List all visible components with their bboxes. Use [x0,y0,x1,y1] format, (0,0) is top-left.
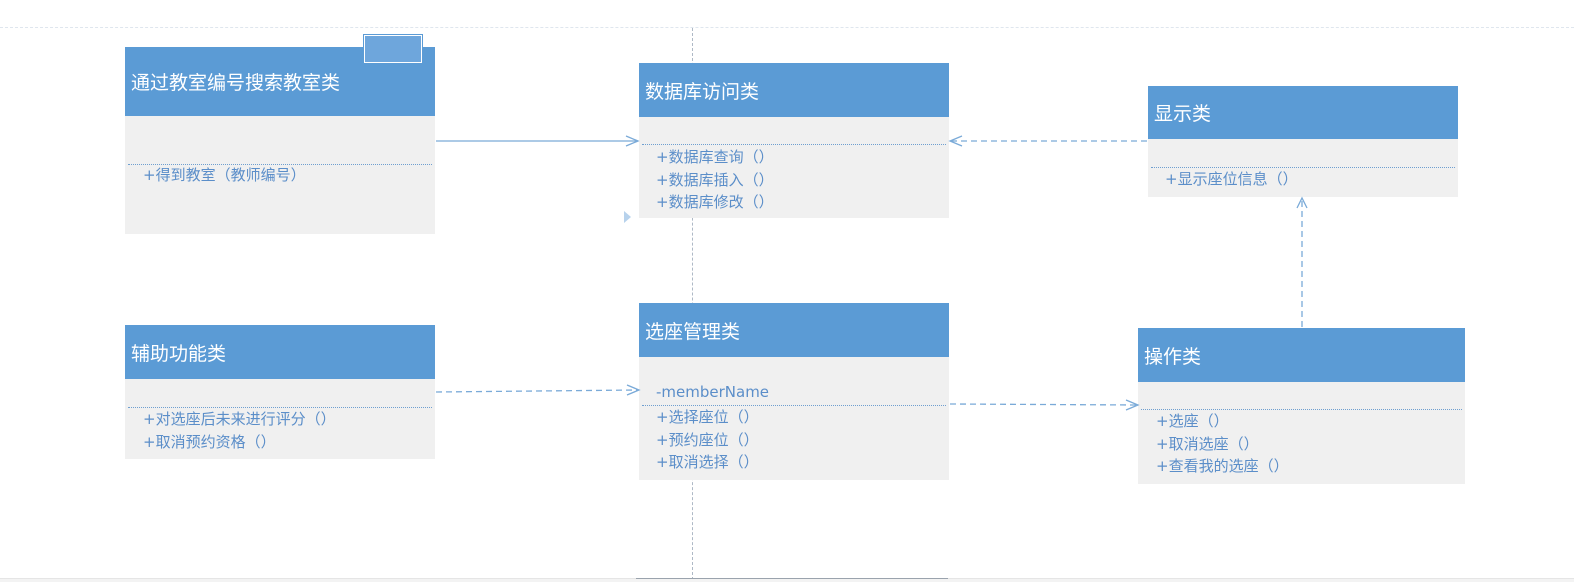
class-method: +查看我的选座（） [1156,457,1289,475]
class-seat-management[interactable]: 选座管理类 -memberName +选择座位（） +预约座位（） +取消选择（… [639,303,949,480]
class-auxiliary-functions[interactable]: 辅助功能类 +对选座后未来进行评分（） +取消预约资格（） [125,325,435,459]
class-attribute: -memberName [656,383,770,401]
method-separator [1141,409,1462,410]
class-method: +得到教室（教师编号） [143,166,306,184]
class-method: +取消预约资格（） [143,432,276,451]
class-method: +取消选座（） [1156,434,1259,453]
class-method: +数据库修改（） [656,193,774,211]
selection-tab[interactable] [364,35,422,63]
class-operation[interactable]: 操作类 +选座（） +取消选座（） +查看我的选座（） [1138,328,1465,484]
class-display[interactable]: 显示类 +显示座位信息（） [1148,86,1458,197]
page-bottom-edge [0,578,1574,582]
class-name: 数据库访问类 [639,63,949,117]
class-method: +预约座位（） [656,430,759,449]
dependency-auxiliary-to-seat[interactable] [435,384,641,396]
method-separator [642,144,946,145]
selection-edge-mark [636,578,948,579]
dependency-operation-to-display[interactable] [1296,196,1308,327]
class-method: +显示座位信息（） [1165,170,1298,188]
page-guide-horizontal [0,27,1574,28]
class-name: 操作类 [1138,328,1465,382]
class-search-classroom[interactable]: 通过教室编号搜索教室类 +得到教室（教师编号） [125,47,435,234]
class-method: +数据库插入（） [656,170,774,189]
method-separator [128,164,432,165]
class-method: +对选座后未来进行评分（） [143,410,336,428]
class-name: 辅助功能类 [125,325,435,379]
association-search-to-database[interactable] [436,135,640,147]
method-separator [642,405,946,406]
method-separator [1151,167,1455,168]
class-name: 选座管理类 [639,303,949,357]
dependency-display-to-database[interactable] [948,135,1147,147]
method-separator [128,407,432,408]
connection-handle-icon[interactable] [624,211,631,223]
class-method: +选择座位（） [656,408,759,426]
dependency-seat-to-operation[interactable] [949,399,1140,411]
class-database-access[interactable]: 数据库访问类 +数据库查询（） +数据库插入（） +数据库修改（） [639,63,949,218]
class-name: 显示类 [1148,86,1458,139]
class-method: +取消选择（） [656,453,759,471]
class-method: +数据库查询（） [656,148,774,166]
class-method: +选座（） [1156,412,1229,430]
